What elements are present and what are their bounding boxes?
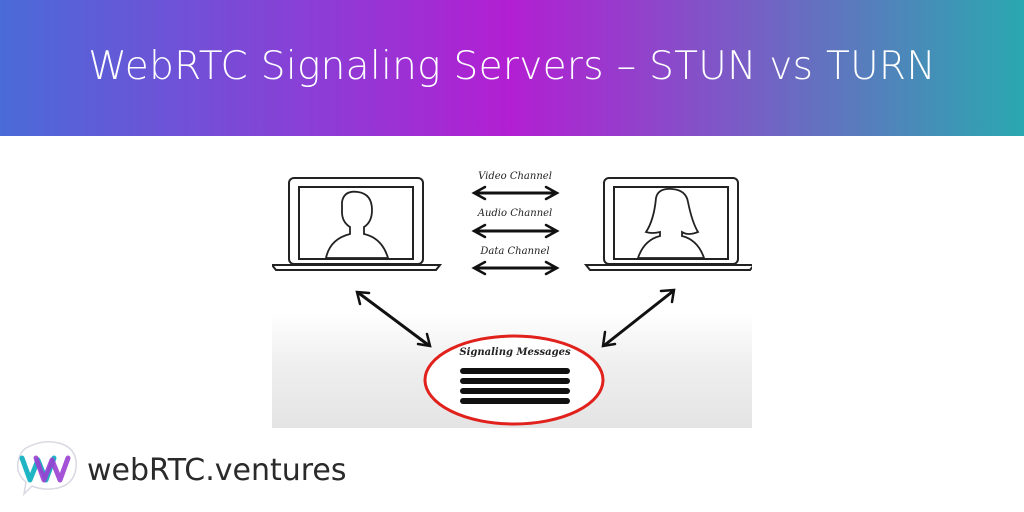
channel-label-data: Data Channel (479, 246, 549, 257)
right-laptop-icon (583, 177, 752, 271)
message-queue-icon (460, 368, 570, 404)
signaling-messages-label: Signaling Messages (459, 347, 571, 358)
left-laptop-icon (272, 177, 443, 271)
channel-label-audio: Audio Channel (477, 208, 553, 219)
data-channel-arrow (471, 260, 560, 276)
right-signaling-arrow (601, 288, 676, 348)
video-channel-arrow (471, 185, 560, 201)
webrtc-ventures-logo: webRTC.ventures (14, 438, 374, 502)
page-title: WebRTC Signaling Servers – STUN vs TURN (88, 44, 936, 89)
logo-mark-icon (16, 441, 77, 497)
title-banner: WebRTC Signaling Servers – STUN vs TURN (0, 0, 1024, 136)
channel-label-video: Video Channel (478, 171, 552, 182)
channel-arrows (471, 185, 560, 276)
signaling-arrows (355, 288, 676, 348)
audio-channel-arrow (471, 223, 560, 239)
logo-text: webRTC.ventures (87, 453, 347, 488)
webrtc-signaling-diagram: Video Channel Audio Channel Data Channel (272, 162, 752, 428)
left-signaling-arrow (355, 290, 432, 348)
